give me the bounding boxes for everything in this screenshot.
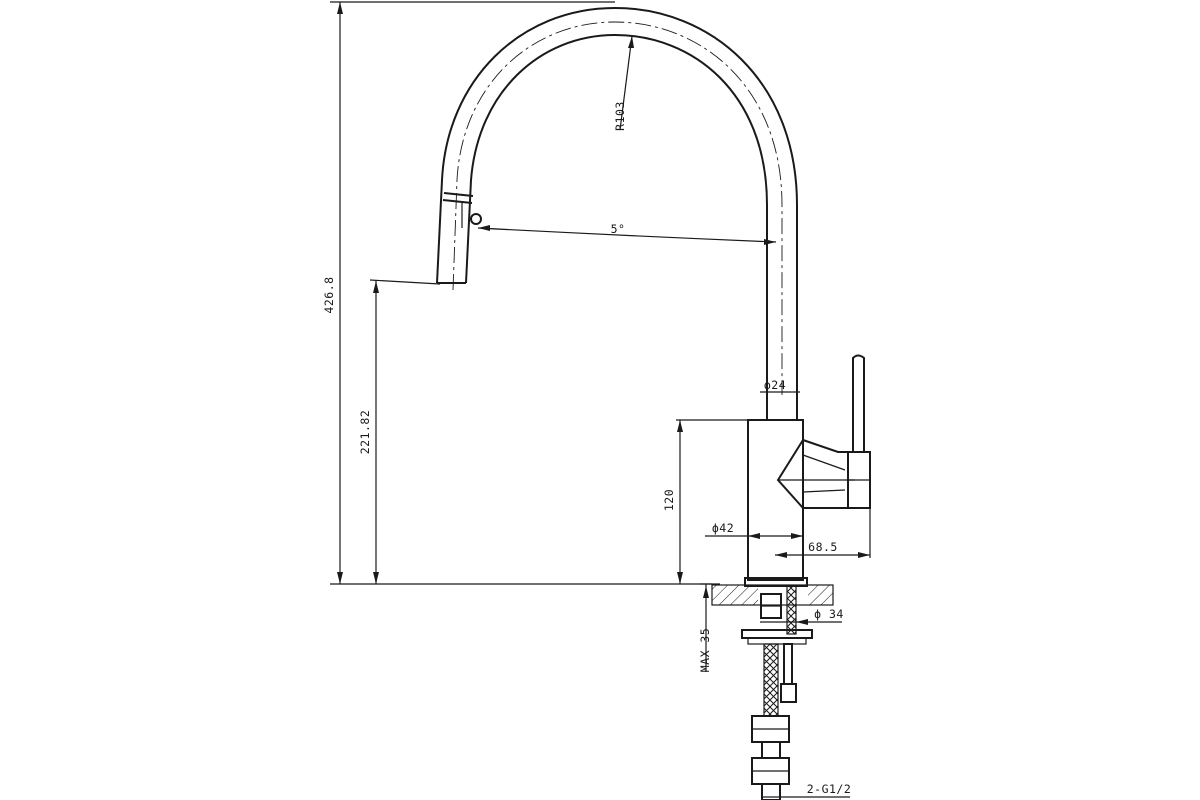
dim-spout-height: 221.82	[358, 410, 372, 455]
dim-body-height: 120	[662, 489, 676, 511]
clamp-plate	[741, 629, 813, 639]
supply-hose	[764, 644, 778, 716]
spout-outer-wall	[436, 6, 798, 420]
dim-bend-radius: R103	[613, 101, 627, 131]
faucet-outline	[436, 6, 871, 800]
lever-handle	[852, 354, 865, 452]
spray-head-joint-2	[443, 192, 474, 197]
dim-hose-connection: 2-G1/2	[807, 782, 852, 796]
dimension-lines	[330, 1, 871, 800]
rod-nut	[780, 683, 797, 703]
countertop-left	[712, 585, 758, 605]
dim-handle-reach: 68.5	[808, 540, 838, 554]
dim-swivel-angle: 5°	[611, 222, 626, 236]
spray-head-joint	[442, 199, 473, 204]
spout-inner-wall	[465, 33, 768, 420]
mounting-shank	[787, 586, 796, 634]
spray-button	[470, 213, 482, 225]
dim-body-diameter: ϕ42	[712, 521, 734, 535]
countertop-right	[808, 585, 833, 605]
dim-shank-diameter: ϕ 34	[814, 607, 844, 621]
dim-overall-height: 426.8	[322, 276, 336, 313]
dim-max-counter: MAX 35	[698, 628, 712, 673]
cartridge-housing	[802, 439, 849, 509]
spout-centerline	[452, 21, 783, 395]
base-flange	[744, 577, 808, 587]
dim-spout-diameter: ϕ24	[764, 378, 786, 392]
